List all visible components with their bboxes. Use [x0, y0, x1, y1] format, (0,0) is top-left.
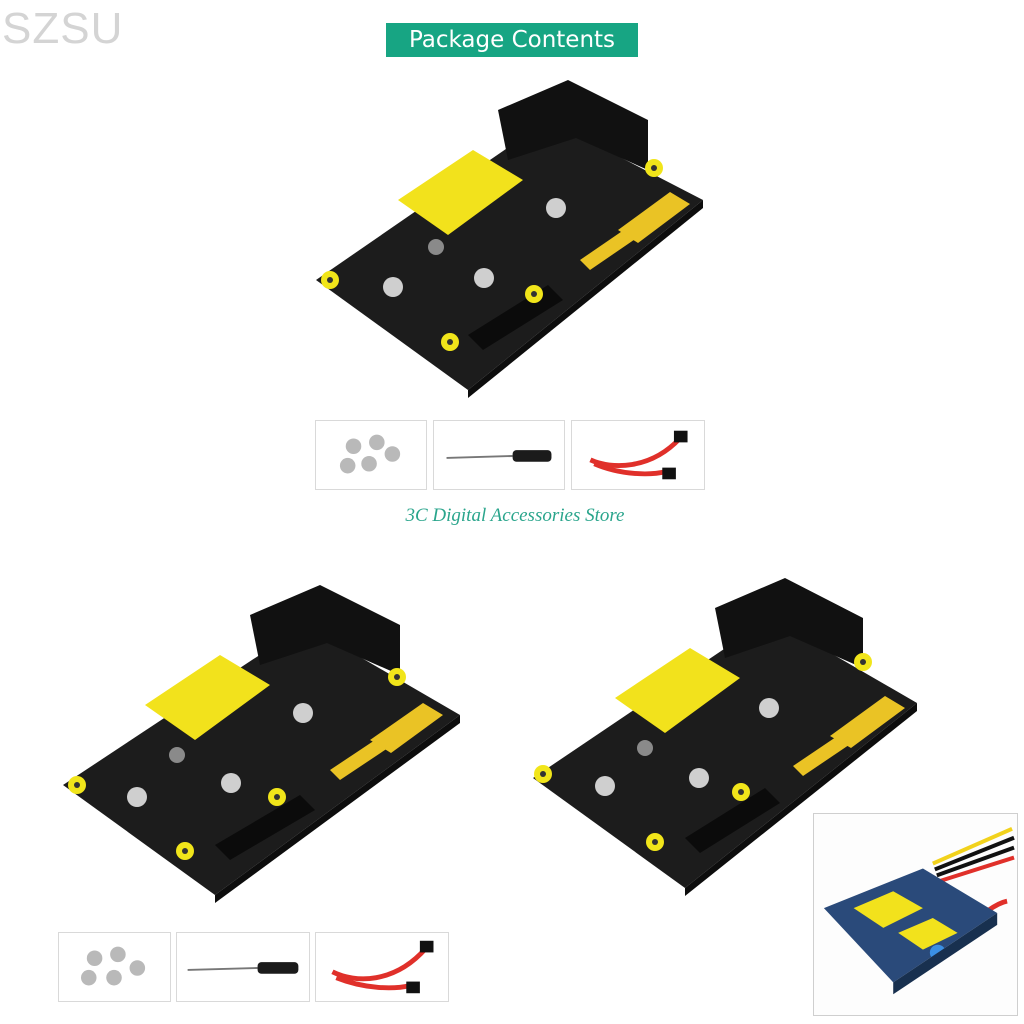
screwdriver-thumbnail	[433, 420, 565, 490]
product-board-bottom-right	[525, 578, 925, 898]
screws-thumbnail-bottom	[58, 932, 171, 1002]
product-board-bottom-left	[55, 585, 465, 905]
sata-cable-thumbnail-bottom	[315, 932, 449, 1002]
screwdriver-thumbnail-bottom	[176, 932, 310, 1002]
product-board-top	[308, 80, 708, 400]
screws-thumbnail	[315, 420, 427, 490]
package-contents-banner: Package Contents	[386, 23, 638, 57]
store-name: 3C Digital Accessories Store	[405, 505, 625, 526]
sata-cable-thumbnail	[571, 420, 705, 490]
watermark-text: SZSU	[2, 4, 124, 53]
inset-photo-installed	[813, 813, 1018, 1016]
